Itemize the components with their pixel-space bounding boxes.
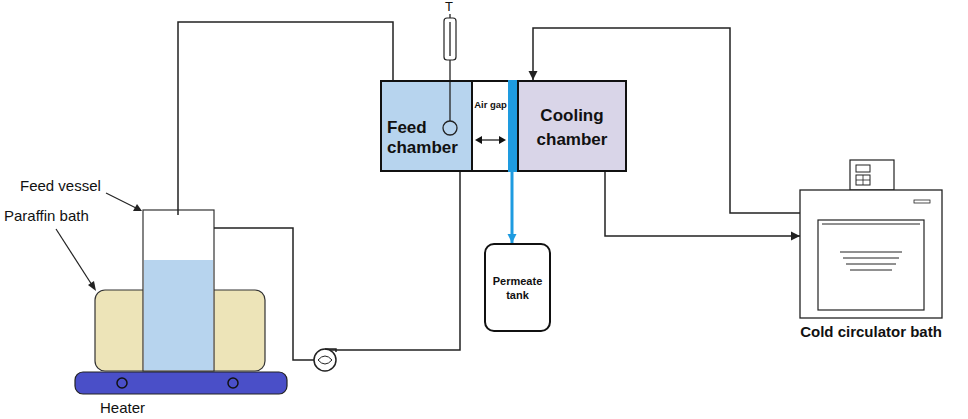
- pump-outlet: [325, 349, 336, 352]
- controller-display: [856, 165, 870, 172]
- circulator-door: [818, 220, 924, 310]
- node-text: Cold circulator bath: [800, 323, 942, 341]
- return-pipe: [214, 228, 314, 360]
- controller-box: [850, 160, 894, 190]
- part-label: Heater: [100, 399, 145, 416]
- air-gap: Air gap: [473, 80, 508, 172]
- vent-line: [843, 258, 899, 259]
- node-text: Air gap: [473, 82, 508, 111]
- door-line: [822, 224, 920, 225]
- node-text: Cooling chamber: [519, 82, 625, 152]
- pump-symbol: [314, 349, 336, 371]
- leader-line: [106, 193, 136, 208]
- vent-line: [846, 264, 896, 265]
- arrowhead: [508, 234, 517, 243]
- leader-line: [56, 229, 92, 285]
- arrowhead: [499, 136, 506, 144]
- arrowhead: [475, 136, 482, 144]
- cold-circulator-bath: Cold circulator bath: [800, 190, 942, 318]
- feed-liquid: [144, 260, 213, 370]
- sensor-label: T: [445, 0, 453, 15]
- cooling-chamber-fill: [517, 80, 627, 172]
- part-label: Feed vessel: [20, 177, 101, 194]
- pipe-connector: [511, 172, 514, 243]
- pipe-connector: [605, 172, 800, 236]
- circulator-body: [800, 190, 942, 318]
- heater-plate: [75, 372, 287, 394]
- circulator-slot: [914, 200, 930, 203]
- node-text: Permeate tank: [486, 274, 549, 302]
- vent-line: [850, 270, 892, 271]
- air-gap-fill: [473, 80, 508, 172]
- feed-pipe: [178, 22, 393, 215]
- keypad-line: [863, 175, 864, 185]
- cooling-chamber: Cooling chamber: [517, 80, 627, 172]
- thermometer-stem: [449, 14, 450, 121]
- part-label: Paraffin bath: [4, 207, 89, 224]
- thermometer-bulb: [443, 121, 457, 135]
- thermometer-sleeve: [444, 18, 456, 60]
- heater-foot: [117, 378, 127, 388]
- feed-vessel: [143, 210, 214, 371]
- arrowhead: [791, 232, 800, 241]
- permeate-tank: Permeate tank: [484, 243, 551, 332]
- feed-chamber: Feed chamber: [380, 80, 473, 172]
- node-text: Feed chamber: [382, 82, 471, 158]
- arrowhead: [529, 71, 538, 80]
- gap-dimension: [481, 139, 500, 140]
- pump-impeller: [318, 356, 332, 364]
- arrowhead: [133, 204, 142, 211]
- heater-foot: [228, 378, 238, 388]
- feed-chamber-fill: [380, 80, 473, 172]
- pump-pipe: [330, 172, 460, 350]
- membrane: [508, 80, 517, 172]
- thermometer-stem: [449, 22, 450, 56]
- arrowhead: [88, 281, 96, 291]
- controller-keypad: [856, 175, 870, 185]
- vent-line: [840, 252, 902, 253]
